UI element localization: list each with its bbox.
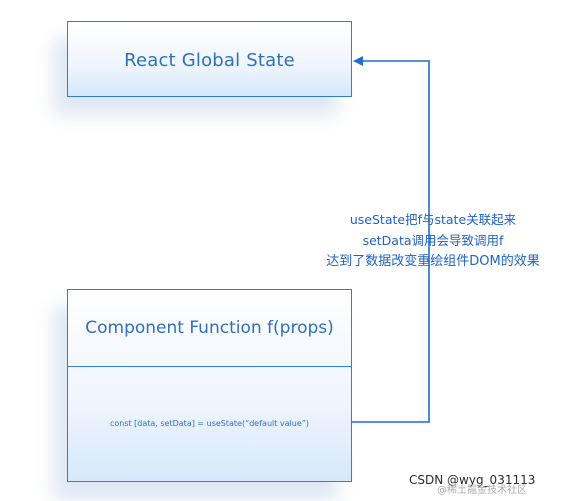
annotation-line-2: setData调用会导致调用f xyxy=(362,233,504,248)
component-function-header: Component Function f(props) xyxy=(68,290,351,367)
juejin-watermark: @稀土掘金技术社区 xyxy=(437,485,527,496)
component-function-box: Component Function f(props) const [data,… xyxy=(67,289,352,482)
use-state-code: const [data, setData] = useState(“defaul… xyxy=(109,419,310,428)
annotation-line-3: 达到了数据改变重绘组件DOM的效果 xyxy=(326,254,540,269)
csdn-watermark: CSDN @wyg_031113 xyxy=(409,473,536,487)
flow-arrow xyxy=(352,56,430,423)
react-global-state-box: React Global State xyxy=(67,21,352,97)
react-global-state-title: React Global State xyxy=(124,50,295,71)
annotation-line-1: useState把f与state关联起来 xyxy=(349,212,517,227)
component-function-title: Component Function f(props) xyxy=(85,318,334,338)
